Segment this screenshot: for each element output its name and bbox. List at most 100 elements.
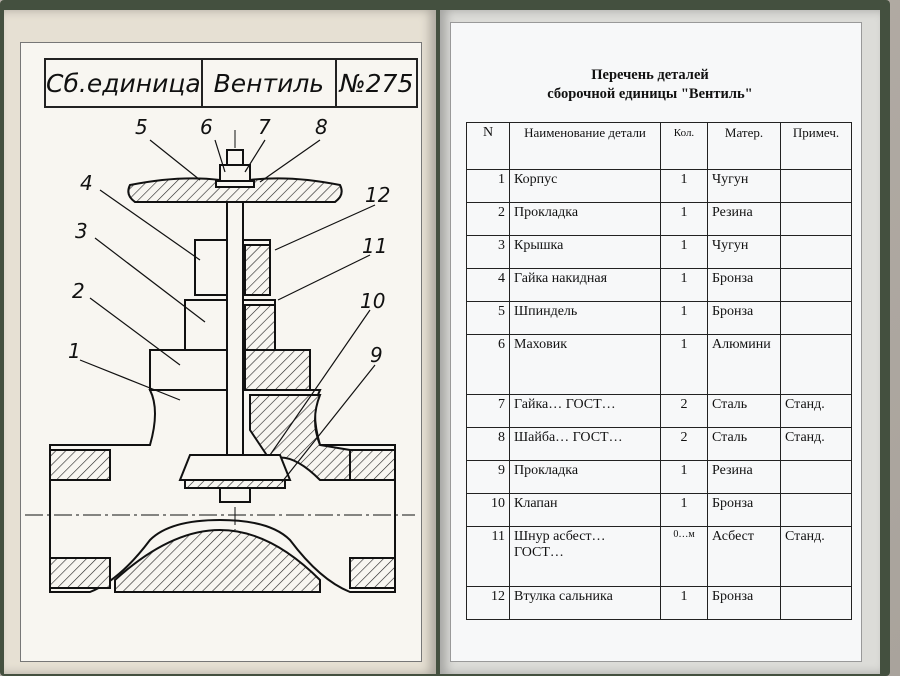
table-row: 11 Шнур асбест… ГОСТ… 0…м Асбест Станд. xyxy=(466,526,852,587)
callout-12: 12 xyxy=(365,183,390,207)
table-row: 1 Корпус 1 Чугун xyxy=(466,169,852,203)
cell-n: 3 xyxy=(466,235,510,269)
header-n: N xyxy=(466,122,510,170)
cell-name: Шнур асбест… ГОСТ… xyxy=(509,526,661,587)
cell-qty: 1 xyxy=(660,169,708,203)
callout-2: 2 xyxy=(72,279,85,303)
cell-note xyxy=(780,268,852,302)
header-name: Наименование детали xyxy=(509,122,661,170)
table-row: 3 Крышка 1 Чугун xyxy=(466,235,852,269)
cell-qty: 1 xyxy=(660,268,708,302)
cell-name: Прокладка xyxy=(509,202,661,236)
cell-note: Станд. xyxy=(780,427,852,461)
cell-material: Чугун xyxy=(707,169,781,203)
cell-note xyxy=(780,334,852,395)
cell-qty: 0…м xyxy=(660,526,708,587)
parts-list-title-line1: Перечень деталей xyxy=(591,67,709,83)
header-material: Матер. xyxy=(707,122,781,170)
callout-9: 9 xyxy=(370,343,383,367)
cell-material: Сталь xyxy=(707,394,781,428)
cell-n: 11 xyxy=(466,526,510,587)
table-row: 6 Маховик 1 Алюмини xyxy=(466,334,852,395)
table-row: 2 Прокладка 1 Резина xyxy=(466,202,852,236)
callout-10: 10 xyxy=(360,289,385,313)
callout-8: 8 xyxy=(315,115,328,139)
cell-qty: 1 xyxy=(660,235,708,269)
callout-1: 1 xyxy=(68,339,81,363)
parts-list-title-line2: сборочной единицы "Вентиль" xyxy=(547,86,753,102)
cell-qty: 1 xyxy=(660,586,708,620)
cell-n: 4 xyxy=(466,268,510,302)
table-row: 7 Гайка… ГОСТ… 2 Сталь Станд. xyxy=(466,394,852,428)
cell-name: Гайка накидная xyxy=(509,268,661,302)
cell-material: Бронза xyxy=(707,268,781,302)
leader-lines xyxy=(79,139,376,483)
parts-table: N Наименование детали Кол. Матер. Примеч… xyxy=(466,122,852,620)
cell-material: Асбест xyxy=(707,526,781,587)
callout-4: 4 xyxy=(80,171,93,195)
cell-note xyxy=(780,235,852,269)
cell-note xyxy=(780,493,852,527)
cell-note: Станд. xyxy=(780,526,852,587)
table-row: 4 Гайка накидная 1 Бронза xyxy=(466,268,852,302)
cell-n: 2 xyxy=(466,202,510,236)
cell-name: Гайка… ГОСТ… xyxy=(509,394,661,428)
cell-name: Прокладка xyxy=(509,460,661,494)
callout-6: 6 xyxy=(200,115,213,139)
cell-qty: 1 xyxy=(660,301,708,335)
cell-note: Станд. xyxy=(780,394,852,428)
cell-n: 5 xyxy=(466,301,510,335)
cell-n: 8 xyxy=(466,427,510,461)
cell-name: Шпиндель xyxy=(509,301,661,335)
callout-7: 7 xyxy=(258,115,271,139)
callout-3: 3 xyxy=(75,219,88,243)
parts-table-header: N Наименование детали Кол. Матер. Примеч… xyxy=(466,122,852,170)
drawing-title-block: Сб.единица Вентиль №275 xyxy=(44,58,418,108)
title-cell-assembly: Сб.единица xyxy=(46,60,203,106)
parts-list-title: Перечень деталей сборочной единицы "Вент… xyxy=(470,66,830,104)
table-row: 12 Втулка сальника 1 Бронза xyxy=(466,586,852,620)
cell-n: 10 xyxy=(466,493,510,527)
valve-body xyxy=(25,130,415,593)
table-row: 8 Шайба… ГОСТ… 2 Сталь Станд. xyxy=(466,427,852,461)
cell-note xyxy=(780,301,852,335)
cell-qty: 1 xyxy=(660,460,708,494)
cell-qty: 2 xyxy=(660,427,708,461)
cell-n: 12 xyxy=(466,586,510,620)
cell-n: 9 xyxy=(466,460,510,494)
cell-material: Резина xyxy=(707,202,781,236)
table-row: 9 Прокладка 1 Резина xyxy=(466,460,852,494)
cell-material: Бронза xyxy=(707,586,781,620)
cell-note xyxy=(780,460,852,494)
table-row: 10 Клапан 1 Бронза xyxy=(466,493,852,527)
cell-qty: 2 xyxy=(660,394,708,428)
cell-material: Бронза xyxy=(707,301,781,335)
cell-qty: 1 xyxy=(660,493,708,527)
cell-name: Клапан xyxy=(509,493,661,527)
callout-numbers: 1 2 3 4 5 6 7 8 9 10 11 12 xyxy=(68,115,390,367)
header-qty: Кол. xyxy=(660,122,708,170)
cell-material: Алюмини xyxy=(707,334,781,395)
cell-material: Чугун xyxy=(707,235,781,269)
cell-name: Маховик xyxy=(509,334,661,395)
title-cell-name: Вентиль xyxy=(203,60,337,106)
title-cell-number: №275 xyxy=(339,68,414,98)
cell-qty: 1 xyxy=(660,334,708,395)
cell-n: 1 xyxy=(466,169,510,203)
valve-assembly-drawing: 1 2 3 4 5 6 7 8 9 10 11 12 xyxy=(25,115,415,593)
callout-11: 11 xyxy=(362,234,387,258)
header-note: Примеч. xyxy=(780,122,852,170)
cell-material: Сталь xyxy=(707,427,781,461)
cell-note xyxy=(780,169,852,203)
cell-name: Втулка сальника xyxy=(509,586,661,620)
cell-qty: 1 xyxy=(660,202,708,236)
callout-5: 5 xyxy=(135,115,148,139)
cell-note xyxy=(780,586,852,620)
cell-name: Крышка xyxy=(509,235,661,269)
cell-note xyxy=(780,202,852,236)
cell-n: 6 xyxy=(466,334,510,395)
cell-name: Корпус xyxy=(509,169,661,203)
cell-material: Резина xyxy=(707,460,781,494)
table-row: 5 Шпиндель 1 Бронза xyxy=(466,301,852,335)
cell-name: Шайба… ГОСТ… xyxy=(509,427,661,461)
